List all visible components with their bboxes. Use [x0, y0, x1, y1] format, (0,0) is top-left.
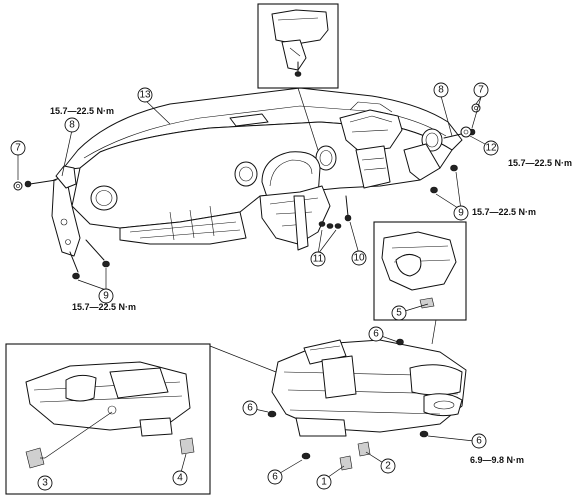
callout-6-left: 6	[242, 400, 258, 416]
callout-11: 11	[310, 251, 326, 267]
heater-unit-assembly	[267, 338, 467, 471]
torque-right-top: 15.7—22.5 N·m	[508, 158, 572, 168]
svg-text:1: 1	[321, 477, 327, 488]
callout-9-right: 9	[453, 205, 469, 221]
callout-4: 4	[172, 470, 188, 486]
torque-left-bottom: 15.7—22.5 N·m	[72, 302, 136, 312]
callout-6-right: 6	[471, 433, 487, 449]
svg-text:10: 10	[353, 253, 365, 264]
svg-text:11: 11	[313, 254, 324, 265]
svg-text:6: 6	[373, 329, 379, 340]
svg-text:6: 6	[247, 403, 253, 414]
svg-text:9: 9	[458, 208, 464, 219]
callout-3: 3	[37, 475, 53, 491]
dashboard-assembly	[51, 87, 463, 257]
svg-text:8: 8	[69, 120, 75, 131]
callout-8-left: 8	[64, 117, 80, 133]
torque-heater-unit: 6.9—9.8 N·m	[470, 455, 524, 465]
svg-text:2: 2	[385, 461, 391, 472]
callout-8-right: 8	[433, 82, 449, 98]
callout-1: 1	[316, 474, 332, 490]
svg-text:13: 13	[139, 90, 151, 101]
svg-text:5: 5	[396, 308, 402, 319]
svg-text:6: 6	[272, 472, 278, 483]
callout-13: 13	[137, 87, 153, 103]
svg-text:7: 7	[15, 143, 21, 154]
svg-text:8: 8	[438, 85, 444, 96]
svg-text:4: 4	[177, 473, 183, 484]
callout-10: 10	[351, 250, 367, 266]
torque-left-top: 15.7—22.5 N·m	[50, 106, 114, 116]
callout-6-bottom: 6	[267, 469, 283, 485]
callout-6-top: 6	[368, 326, 384, 342]
callout-12: 12	[483, 140, 499, 156]
callout-7-left: 7	[10, 140, 26, 156]
svg-text:9: 9	[103, 291, 109, 302]
inset-left-heater-detail	[5, 343, 277, 495]
svg-text:7: 7	[478, 85, 484, 96]
inset-top-steering-detail	[257, 3, 339, 151]
svg-text:3: 3	[42, 478, 48, 489]
callout-9-left: 9	[98, 288, 114, 304]
inset-right-blower-detail	[373, 221, 467, 345]
svg-text:6: 6	[476, 436, 482, 447]
callout-5: 5	[391, 305, 407, 321]
leader-lines	[17, 95, 486, 481]
torque-right-mid: 15.7—22.5 N·m	[472, 207, 536, 217]
svg-text:12: 12	[485, 143, 497, 154]
callout-2: 2	[380, 458, 396, 474]
callout-7-right: 7	[473, 82, 489, 98]
